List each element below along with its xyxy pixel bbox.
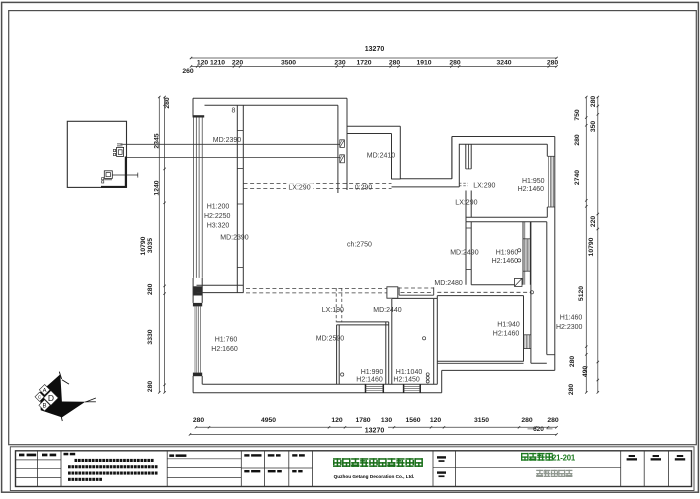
- svg-text:280: 280: [449, 60, 461, 67]
- svg-text:H1:200: H1:200: [207, 203, 230, 210]
- svg-text:230: 230: [334, 60, 346, 67]
- svg-text:13270: 13270: [365, 428, 385, 435]
- svg-text:10790: 10790: [588, 237, 595, 256]
- svg-text:H2:1660: H2:1660: [211, 346, 238, 353]
- svg-text:1240: 1240: [154, 180, 161, 195]
- svg-text:H1:990: H1:990: [361, 369, 384, 376]
- svg-text:MD:2440: MD:2440: [373, 307, 402, 314]
- svg-text:280: 280: [574, 134, 581, 146]
- svg-text:H2:1460: H2:1460: [492, 258, 519, 265]
- svg-text:MD:2590: MD:2590: [316, 336, 345, 343]
- svg-text:120: 120: [197, 60, 209, 67]
- svg-text:220: 220: [590, 216, 597, 228]
- svg-text:1560: 1560: [405, 417, 420, 424]
- svg-text:A: A: [43, 388, 47, 394]
- svg-text:H3:320: H3:320: [207, 222, 230, 229]
- svg-text:8: 8: [232, 107, 236, 114]
- svg-text:Quzhou Getang Decoration Co.,: Quzhou Getang Decoration Co., Ltd.: [334, 474, 415, 479]
- svg-text:750: 750: [574, 109, 581, 121]
- svg-text:280: 280: [164, 97, 171, 109]
- svg-text:120: 120: [430, 417, 442, 424]
- svg-text:H2:1460: H2:1460: [518, 186, 545, 193]
- svg-text:280: 280: [569, 356, 576, 368]
- svg-text:H1:760: H1:760: [215, 336, 238, 343]
- svg-text:3035: 3035: [147, 238, 154, 253]
- svg-text:13270: 13270: [365, 46, 385, 53]
- svg-text:H1:940: H1:940: [497, 321, 520, 328]
- svg-text:2345: 2345: [154, 133, 161, 148]
- svg-text:MD:2480: MD:2480: [434, 280, 463, 287]
- svg-text:130: 130: [381, 417, 393, 424]
- svg-text:H2:1460: H2:1460: [493, 331, 520, 338]
- svg-text:H2:1450: H2:1450: [393, 377, 420, 384]
- svg-text:LX:190: LX:190: [322, 307, 344, 314]
- svg-text:H2:2250: H2:2250: [204, 213, 231, 220]
- svg-text:4950: 4950: [261, 417, 276, 424]
- svg-text:620: 620: [533, 426, 544, 433]
- svg-text:1910: 1910: [416, 60, 431, 67]
- svg-text:LX:290: LX:290: [288, 184, 310, 191]
- svg-text:H1:1040: H1:1040: [396, 369, 423, 376]
- svg-text:10790: 10790: [140, 236, 147, 255]
- svg-text:260: 260: [182, 68, 194, 75]
- svg-text:0:290: 0:290: [355, 185, 373, 192]
- svg-text:280: 280: [547, 417, 559, 424]
- svg-text:H1:950: H1:950: [522, 178, 545, 185]
- svg-text:350: 350: [590, 121, 597, 133]
- svg-text:ch:2750: ch:2750: [347, 241, 372, 248]
- svg-text:280: 280: [147, 283, 154, 295]
- svg-text:490: 490: [582, 366, 589, 378]
- svg-text:3500: 3500: [281, 60, 296, 67]
- svg-text:280: 280: [590, 96, 597, 108]
- svg-text:3150: 3150: [474, 417, 489, 424]
- svg-text:H1:960: H1:960: [496, 249, 519, 256]
- svg-text:LX:290: LX:290: [473, 182, 495, 189]
- svg-text:1780: 1780: [355, 417, 370, 424]
- svg-text:3330: 3330: [147, 329, 154, 344]
- svg-text:280: 280: [193, 417, 205, 424]
- svg-text:280: 280: [521, 417, 533, 424]
- svg-text:MD:2410: MD:2410: [367, 152, 396, 159]
- svg-text:280: 280: [568, 384, 575, 396]
- svg-text:B: B: [42, 403, 46, 409]
- svg-text:2740: 2740: [574, 170, 581, 185]
- svg-text:220: 220: [232, 60, 244, 67]
- svg-text:21-201: 21-201: [552, 454, 576, 463]
- svg-text:1720: 1720: [356, 60, 371, 67]
- svg-text:C: C: [38, 394, 42, 399]
- svg-text:D: D: [48, 393, 54, 403]
- svg-text:1210: 1210: [210, 60, 225, 67]
- svg-text:MD:2390: MD:2390: [213, 137, 242, 144]
- svg-text:120: 120: [331, 417, 343, 424]
- svg-text:280: 280: [147, 381, 154, 393]
- svg-text:280: 280: [547, 60, 559, 67]
- svg-text:MD:2390: MD:2390: [220, 234, 249, 241]
- svg-text:H2:1460: H2:1460: [356, 377, 383, 384]
- svg-text:H2:2300: H2:2300: [556, 324, 583, 331]
- svg-text:MD:2490: MD:2490: [450, 249, 479, 256]
- svg-text:3240: 3240: [496, 60, 511, 67]
- svg-text:5120: 5120: [578, 286, 585, 301]
- svg-text:H1:460: H1:460: [560, 314, 583, 321]
- svg-text:LX:290: LX:290: [455, 200, 477, 207]
- svg-text:280: 280: [389, 60, 401, 67]
